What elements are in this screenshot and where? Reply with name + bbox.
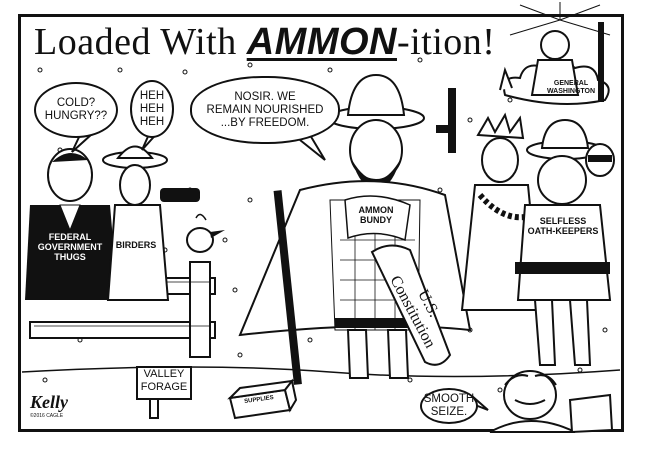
ammon-speech-text: NOSIR. WE REMAIN NOURISHED ...BY FREEDOM…: [206, 90, 324, 129]
smooth-seize-bubble: SMOOTH SEIZE.: [420, 388, 478, 424]
ammon-bundy-label: AMMON BUNDY: [358, 205, 394, 225]
artist-signature: Kelly: [30, 392, 68, 412]
supplies-box: [227, 378, 298, 420]
valley-forage-sign: VALLEY FORAGE: [136, 366, 192, 400]
washington-cloud: [499, 2, 611, 105]
thugs-speech-bubble: COLD? HUNGRY??: [34, 82, 118, 138]
title-prefix: Loaded With: [34, 21, 247, 63]
birders-label: BIRDERS: [115, 240, 157, 250]
title-suffix: -ition!: [396, 21, 496, 63]
bird-figure: [186, 213, 225, 253]
constitution-scroll: [370, 244, 452, 366]
federal-thug-figure: [25, 148, 118, 300]
copyright-note: ©2016 CAGLE: [30, 413, 64, 419]
thugs-label: FEDERAL GOVERNMENT THUGS: [37, 232, 103, 262]
washington-label: GENERAL WASHINGTON: [546, 80, 596, 95]
bald-man-figure: [489, 370, 614, 434]
birder-figure: [102, 145, 200, 301]
oath-keepers-label: SELFLESS OATH-KEEPERS: [527, 216, 599, 236]
title-highlight: AMMON: [246, 21, 397, 63]
cartoon-title: Loaded With AMMON-ition!: [34, 20, 495, 64]
oath-keeper-figure: [515, 118, 615, 366]
washington-head: [540, 30, 570, 60]
birders-speech-bubble: HEH HEH HEH: [130, 80, 174, 138]
ammon-speech-bubble: NOSIR. WE REMAIN NOURISHED ...BY FREEDOM…: [190, 76, 340, 144]
sign-post: [149, 397, 159, 419]
